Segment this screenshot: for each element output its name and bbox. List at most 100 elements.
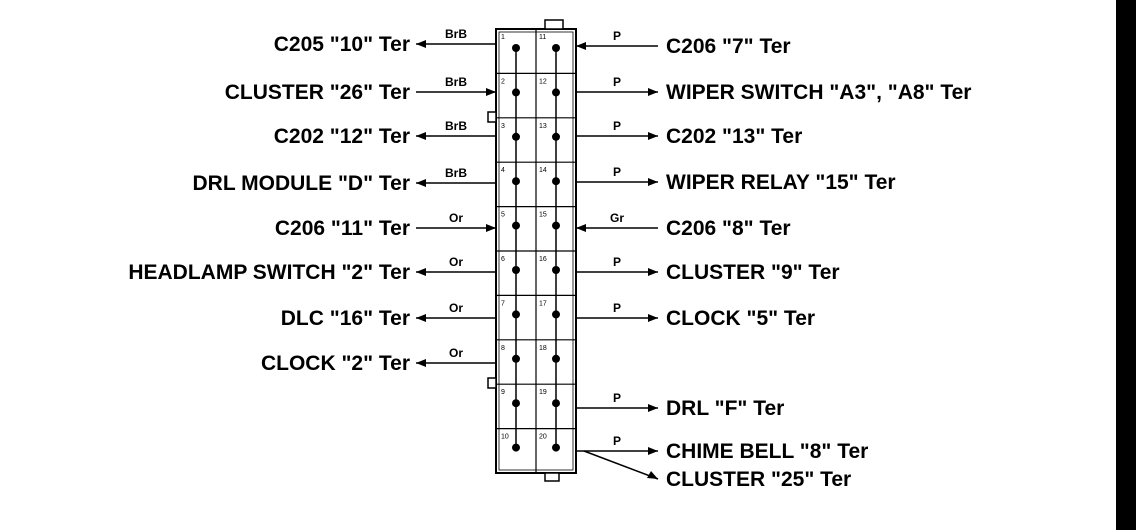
- pin-number-label: 11: [539, 34, 546, 41]
- pin-dot: [512, 399, 520, 408]
- pin-number-label: 7: [501, 300, 505, 307]
- arrow-head-right: [648, 88, 658, 96]
- left-connection-label: C205 "10" Ter: [274, 33, 410, 56]
- arrow-head-right: [486, 224, 496, 232]
- pin-dot: [512, 177, 520, 186]
- pin-number-label: 17: [539, 300, 547, 307]
- left-connection: DLC "16" Ter Or: [281, 301, 496, 330]
- right-connection-label: WIPER RELAY "15" Ter: [666, 171, 896, 194]
- left-connection-label: CLOCK "2" Ter: [261, 352, 410, 375]
- wire-color-code: Or: [449, 211, 463, 225]
- pin-dot: [552, 443, 560, 452]
- pin-dot: [512, 221, 520, 230]
- pin-number-label: 20: [539, 434, 547, 441]
- pin-dot: [552, 221, 560, 230]
- pin-dot: [552, 132, 560, 141]
- wire-color-code: P: [613, 75, 621, 89]
- arrow-head-left: [576, 42, 586, 50]
- arrow-head-right: [648, 268, 658, 276]
- connector-side-key: [487, 377, 497, 389]
- wire-color-code: Or: [449, 255, 463, 269]
- arrow-head-left: [416, 132, 426, 140]
- wire-color-code: P: [613, 29, 621, 43]
- pin-dot: [552, 177, 560, 186]
- pin-number-label: 1: [501, 34, 505, 41]
- pin-dot: [552, 310, 560, 319]
- arrow-head-right: [486, 88, 496, 96]
- arrow-head-right: [648, 404, 658, 412]
- pin-dot: [552, 354, 560, 363]
- pin-dot: [552, 44, 560, 52]
- pin-number-label: 8: [501, 345, 505, 352]
- connector-top-latch: [544, 19, 564, 30]
- right-connection-label: CLUSTER "25" Ter: [666, 468, 851, 491]
- pin-number-label: 3: [501, 123, 505, 130]
- wire-color-code: Or: [449, 301, 463, 315]
- left-connection: C206 "11" Ter Or: [275, 211, 496, 240]
- right-connection: CLUSTER "25" Ter: [583, 450, 851, 491]
- arrow-head-right: [648, 132, 658, 140]
- wire-color-code: P: [613, 391, 621, 405]
- left-connection: CLOCK "2" Ter Or: [261, 346, 496, 375]
- pin-number-label: 6: [501, 256, 505, 263]
- pin-number-label: 16: [539, 256, 547, 263]
- wire-color-code: Or: [449, 346, 463, 360]
- arrow-head-left: [416, 314, 426, 322]
- right-connection-label: CLOCK "5" Ter: [666, 307, 815, 330]
- right-edge-bar: [1116, 0, 1136, 530]
- right-connection: WIPER SWITCH "A3", "A8" Ter P: [576, 75, 971, 104]
- connector-side-key: [487, 111, 497, 123]
- arrow-head-left: [416, 359, 426, 367]
- right-connection: C206 "7" Ter P: [576, 29, 791, 58]
- arrow-head-right: [648, 178, 658, 186]
- right-connection-label: C206 "7" Ter: [666, 35, 791, 58]
- left-connection: DRL MODULE "D" Ter BrB: [193, 166, 496, 195]
- pin-dot: [552, 88, 560, 97]
- pin-number-label: 18: [539, 345, 547, 352]
- pin-dot: [512, 132, 520, 141]
- right-connection: C206 "8" Ter Gr: [576, 211, 791, 240]
- pin-number-label: 15: [539, 212, 547, 219]
- pin-dot: [512, 354, 520, 363]
- pin-dot: [512, 443, 520, 452]
- wire-color-code: P: [613, 301, 621, 315]
- right-connection-label: C202 "13" Ter: [666, 125, 802, 148]
- wire-color-code: BrB: [445, 119, 467, 133]
- right-connection-label: C206 "8" Ter: [666, 217, 791, 240]
- pin-number-label: 12: [539, 78, 547, 85]
- wire-color-code: Gr: [610, 211, 624, 225]
- right-connection-label: WIPER SWITCH "A3", "A8" Ter: [666, 81, 971, 104]
- wire-color-code: BrB: [445, 75, 467, 89]
- left-connection-label: C206 "11" Ter: [275, 217, 410, 240]
- wire-color-code: BrB: [445, 27, 467, 41]
- arrow-head-left: [416, 179, 426, 187]
- left-connection-label: DLC "16" Ter: [281, 307, 410, 330]
- pin-number-label: 2: [501, 78, 505, 85]
- arrow-head-right: [648, 447, 658, 455]
- wire-color-code: P: [613, 434, 621, 448]
- pin-dot: [512, 266, 520, 274]
- arrow-head-right: [648, 314, 658, 322]
- wire-color-code: P: [613, 255, 621, 269]
- pin-number-label: 5: [501, 212, 505, 219]
- left-connection-label: DRL MODULE "D" Ter: [193, 172, 410, 195]
- pin-dot: [552, 399, 560, 408]
- arrow-head-left: [416, 268, 426, 276]
- left-connection: C205 "10" Ter BrB: [274, 27, 496, 56]
- pin-dot: [512, 44, 520, 52]
- wire-color-code: BrB: [445, 166, 467, 180]
- pin-dot: [512, 88, 520, 97]
- wire-color-code: P: [613, 119, 621, 133]
- arrow-head-left: [416, 40, 426, 48]
- connector-bottom-latch: [544, 472, 560, 482]
- right-connection-label: CHIME BELL "8" Ter: [666, 440, 868, 463]
